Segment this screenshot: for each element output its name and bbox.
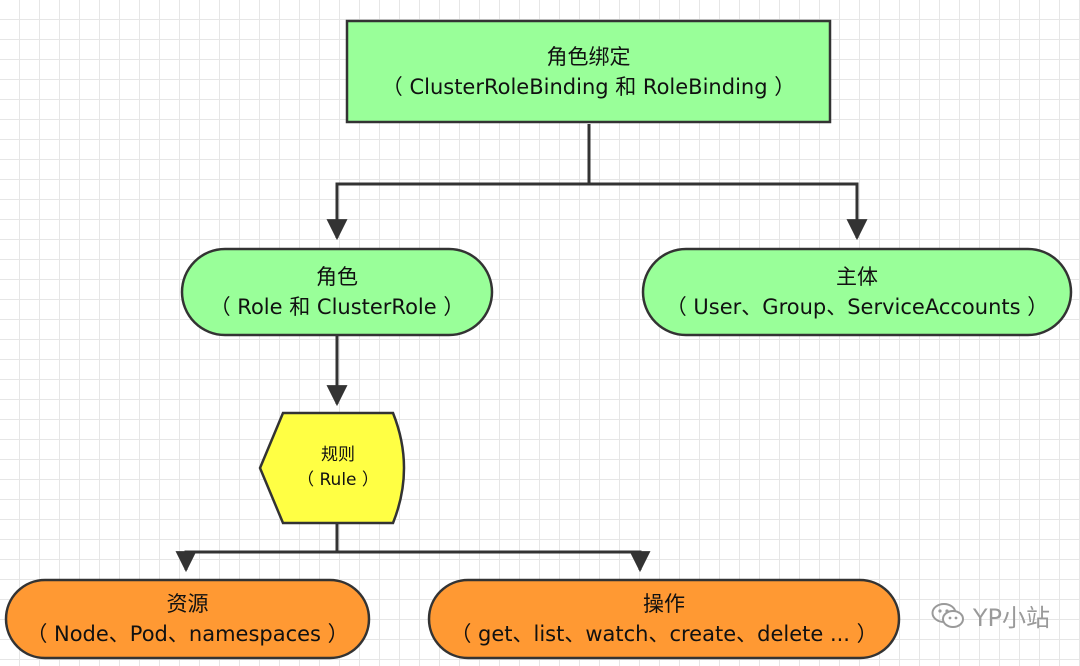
edge-rule-to-resource — [175, 524, 339, 573]
edge-binding-to-subject — [589, 182, 868, 241]
binding-node-shape — [345, 19, 832, 124]
role-node-shape — [180, 247, 494, 337]
resource-node-shape — [4, 578, 371, 660]
watermark-text: YP小站 — [972, 604, 1050, 632]
edge-binding-to-role — [326, 124, 591, 241]
wechat-icon — [931, 602, 964, 628]
operation-node-shape — [427, 578, 901, 660]
edge-rule-to-operation — [337, 550, 651, 573]
watermark: YP小站 — [931, 598, 1050, 633]
connectors — [175, 124, 868, 573]
subject-node-shape — [641, 247, 1073, 337]
rule-node-shape — [258, 411, 406, 525]
